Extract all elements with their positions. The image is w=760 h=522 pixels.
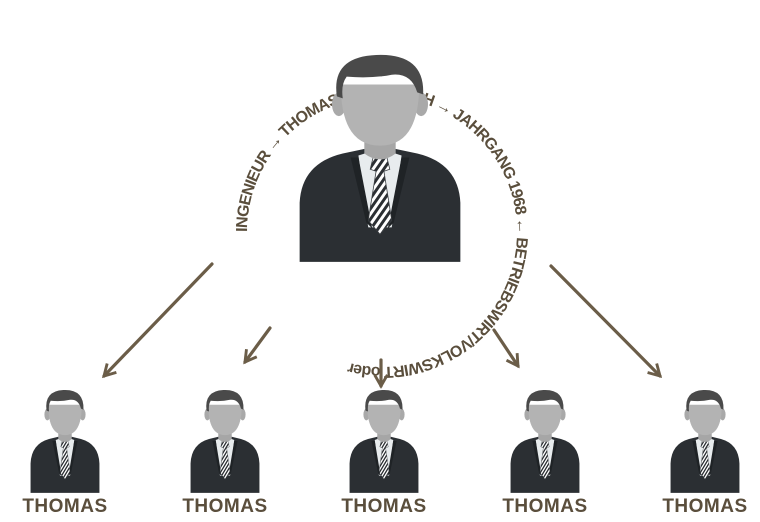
businessman-icon — [30, 389, 100, 494]
arrow-group — [101, 262, 663, 389]
arrow-to-child-5 — [549, 264, 663, 379]
child-person-3: THOMAS — [341, 389, 426, 517]
child-label-2: THOMAS — [182, 496, 267, 517]
child-person-4: THOMAS — [502, 389, 587, 517]
businessman-icon — [510, 389, 580, 494]
arrow-to-child-1 — [101, 262, 214, 379]
arrow-to-child-4 — [492, 328, 520, 369]
child-person-1: THOMAS — [22, 389, 107, 517]
center-person-icon — [299, 54, 461, 263]
child-person-2: THOMAS — [182, 389, 267, 517]
child-label-5: THOMAS — [662, 496, 747, 517]
businessman-icon — [670, 389, 740, 494]
businessman-icon — [349, 389, 419, 494]
arrow-to-child-2 — [243, 326, 272, 365]
child-label-4: THOMAS — [502, 496, 587, 517]
businessman-icon — [190, 389, 260, 494]
child-label-1: THOMAS — [22, 496, 107, 517]
child-person-5: THOMAS — [662, 389, 747, 517]
child-label-3: THOMAS — [341, 496, 426, 517]
